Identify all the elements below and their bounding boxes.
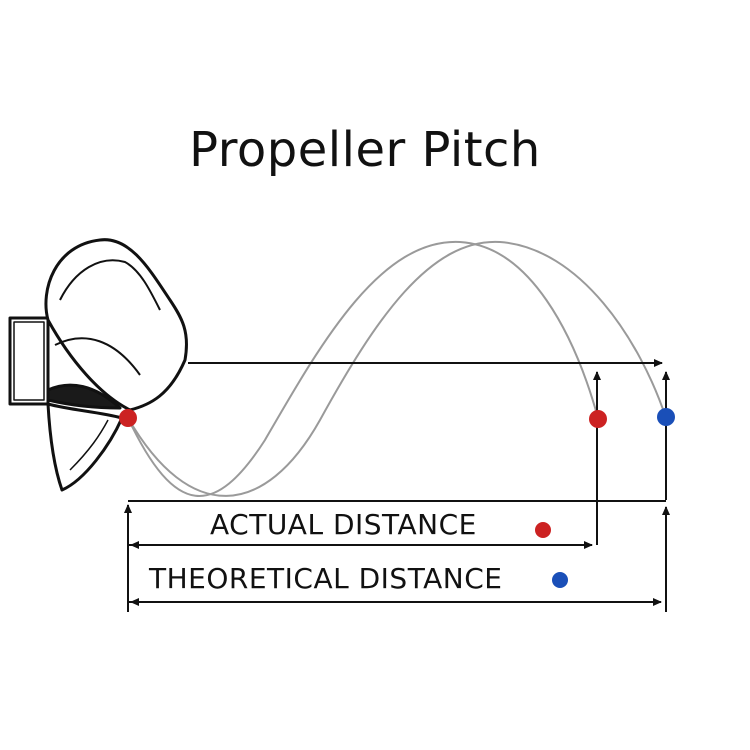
theoretical-end-marker <box>657 408 675 426</box>
pitch-wave-curves <box>127 240 667 497</box>
theoretical-distance-label: THEORETICAL DISTANCE <box>149 562 503 595</box>
actual-legend-marker <box>535 522 551 538</box>
actual-wave <box>127 240 599 497</box>
actual-end-marker <box>589 410 607 428</box>
propeller-icon <box>8 238 189 492</box>
diagram-title: Propeller Pitch <box>189 122 541 178</box>
actual-distance-label: ACTUAL DISTANCE <box>210 508 477 541</box>
start-point-marker <box>119 409 137 427</box>
theoretical-legend-marker <box>552 572 568 588</box>
theoretical-wave <box>127 240 667 497</box>
